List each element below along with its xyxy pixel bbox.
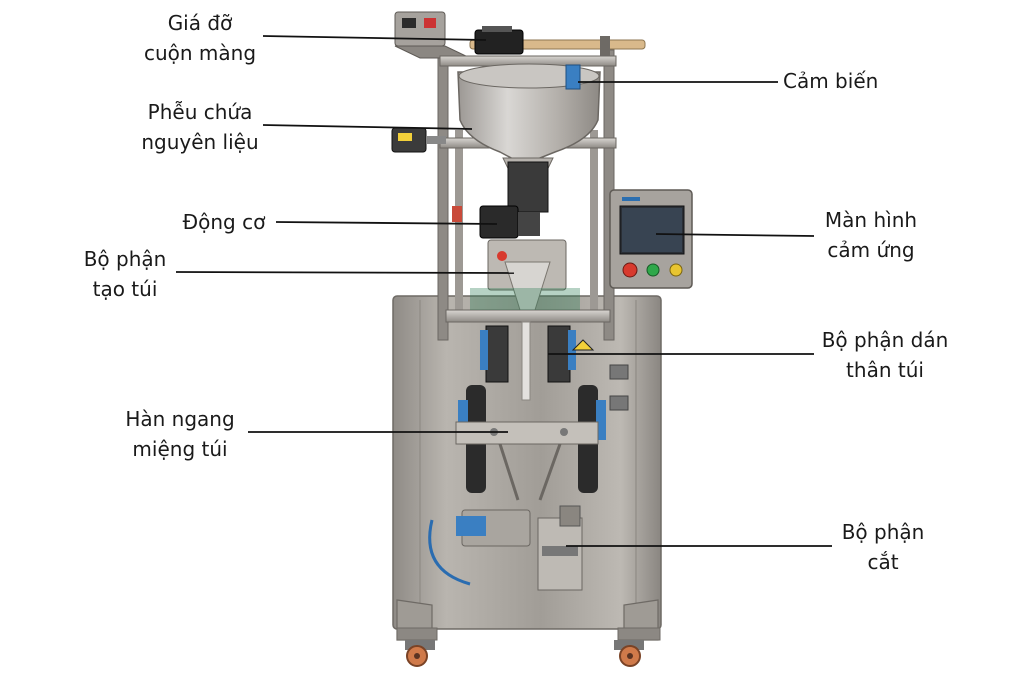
- leader-bag-former: [175, 271, 515, 274]
- label-horizontal-sealer: Hàn ngang miệng túi: [125, 407, 235, 461]
- label-touch-screen: Màn hình cảm ứng: [824, 208, 918, 262]
- wheel-right: [614, 640, 644, 667]
- leader-hopper: [262, 124, 473, 130]
- label-film-roll-holder: Giá đỡ cuộn màng: [143, 11, 257, 65]
- leader-motor: [275, 221, 498, 225]
- horizontal-seal-bar: [455, 421, 599, 445]
- label-cutter: Bộ phận cắt: [841, 520, 925, 574]
- label-motor: Động cơ: [182, 210, 266, 234]
- label-sensor: Cảm biến: [783, 69, 879, 93]
- leader-touch-screen: [655, 233, 815, 237]
- leader-film-roll-holder: [262, 35, 487, 41]
- wheel-left: [405, 640, 435, 667]
- label-bag-former: Bộ phận tạo túi: [83, 247, 167, 301]
- label-hopper: Phễu chứa nguyên liệu: [141, 100, 259, 154]
- label-vertical-sealer: Bộ phận dán thân túi: [821, 328, 949, 382]
